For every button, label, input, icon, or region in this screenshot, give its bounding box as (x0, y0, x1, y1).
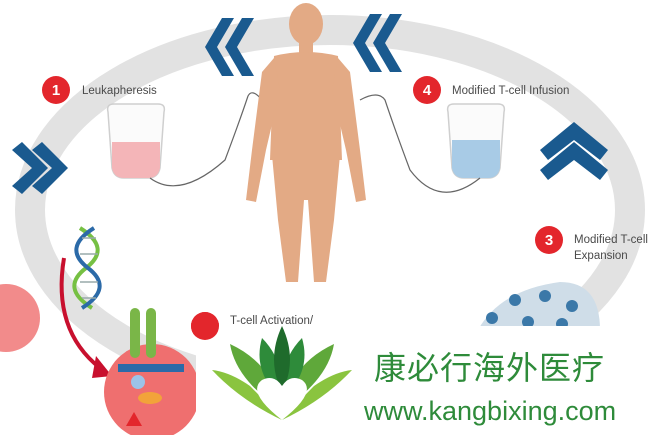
transfer-arrow-head (92, 356, 112, 378)
step-3-number: 3 (545, 232, 553, 249)
blood-bag-icon (446, 103, 506, 179)
dna-helix-icon (72, 226, 102, 310)
step-4-number: 4 (423, 82, 432, 99)
step-4-badge (413, 76, 441, 104)
step-1-badge (42, 76, 70, 104)
step-1-label: Leukapheresis (82, 85, 157, 97)
lotus-heart-logo-icon (212, 326, 352, 420)
step-3-label-line2: Expansion (574, 250, 628, 262)
brand-name: 康必行海外医疗 (374, 349, 606, 387)
chevron-icon (353, 14, 402, 72)
step-3-label-line1: Modified T-cell (574, 234, 648, 246)
chevron-icon (12, 142, 68, 194)
step-1-number: 1 (52, 82, 60, 99)
tube-right (359, 94, 481, 193)
step-2-badge-over (191, 312, 219, 340)
brand-url-link[interactable]: www.kangbixing.com (364, 396, 617, 426)
blood-bag-icon (106, 103, 166, 179)
chevron-icon (205, 18, 254, 76)
step-3-badge (535, 226, 563, 254)
cell-expansion-icon (478, 282, 600, 330)
cell-circle-left (0, 284, 40, 352)
chevron-icon (540, 122, 608, 180)
step-4-label: Modified T-cell Infusion (452, 85, 569, 97)
tube-left (149, 92, 263, 187)
t-cell-icon (104, 308, 200, 435)
human-body-icon (246, 3, 366, 282)
transfer-arrow (59, 257, 102, 370)
step-2-label: T-cell Activation/ (230, 315, 314, 327)
